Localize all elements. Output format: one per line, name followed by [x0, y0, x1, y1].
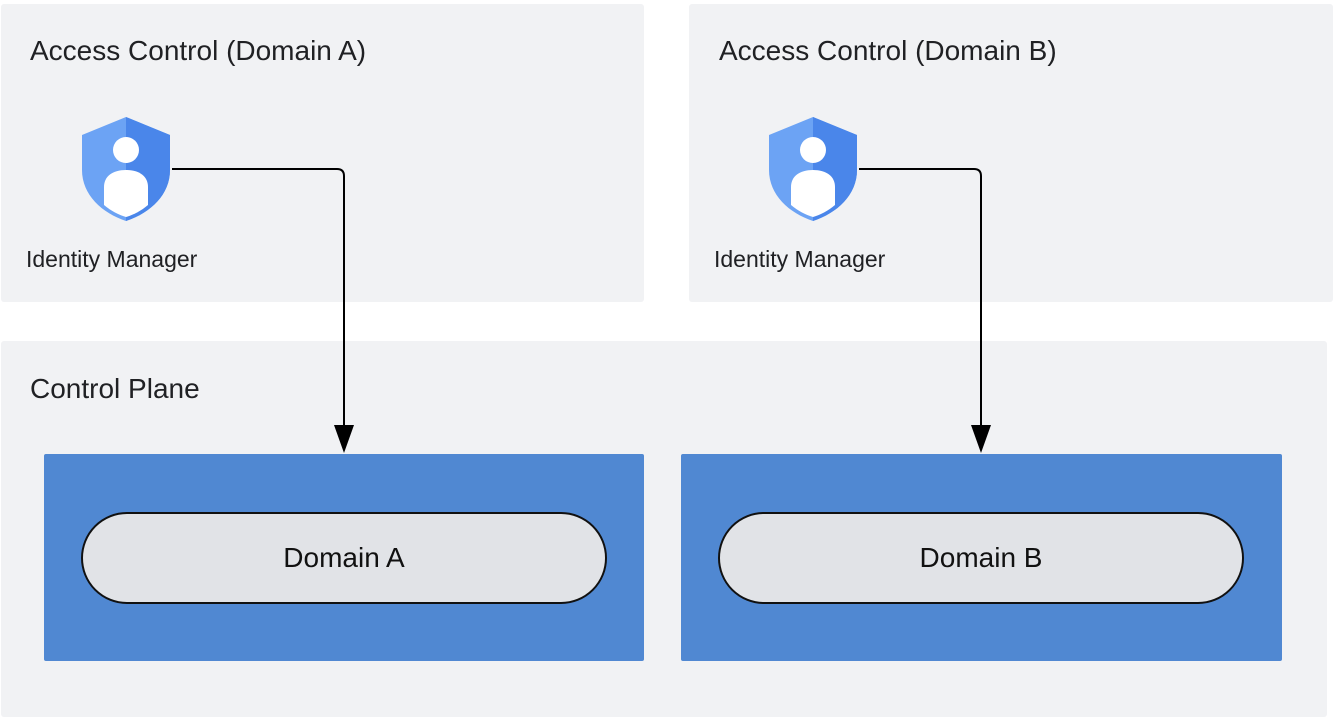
identity-manager-label-b: Identity Manager — [714, 246, 886, 272]
identity-manager-shield-icon — [769, 117, 857, 221]
access-control-domain-a-title: Access Control (Domain A) — [30, 35, 367, 66]
control-plane-title: Control Plane — [30, 373, 200, 404]
access-control-domain-b-title: Access Control (Domain B) — [719, 35, 1057, 66]
domain-b-node[interactable]: Domain B — [718, 512, 1244, 604]
identity-manager-label-a: Identity Manager — [26, 246, 198, 272]
domain-a-node[interactable]: Domain A — [81, 512, 607, 604]
identity-manager-shield-icon — [82, 117, 170, 221]
